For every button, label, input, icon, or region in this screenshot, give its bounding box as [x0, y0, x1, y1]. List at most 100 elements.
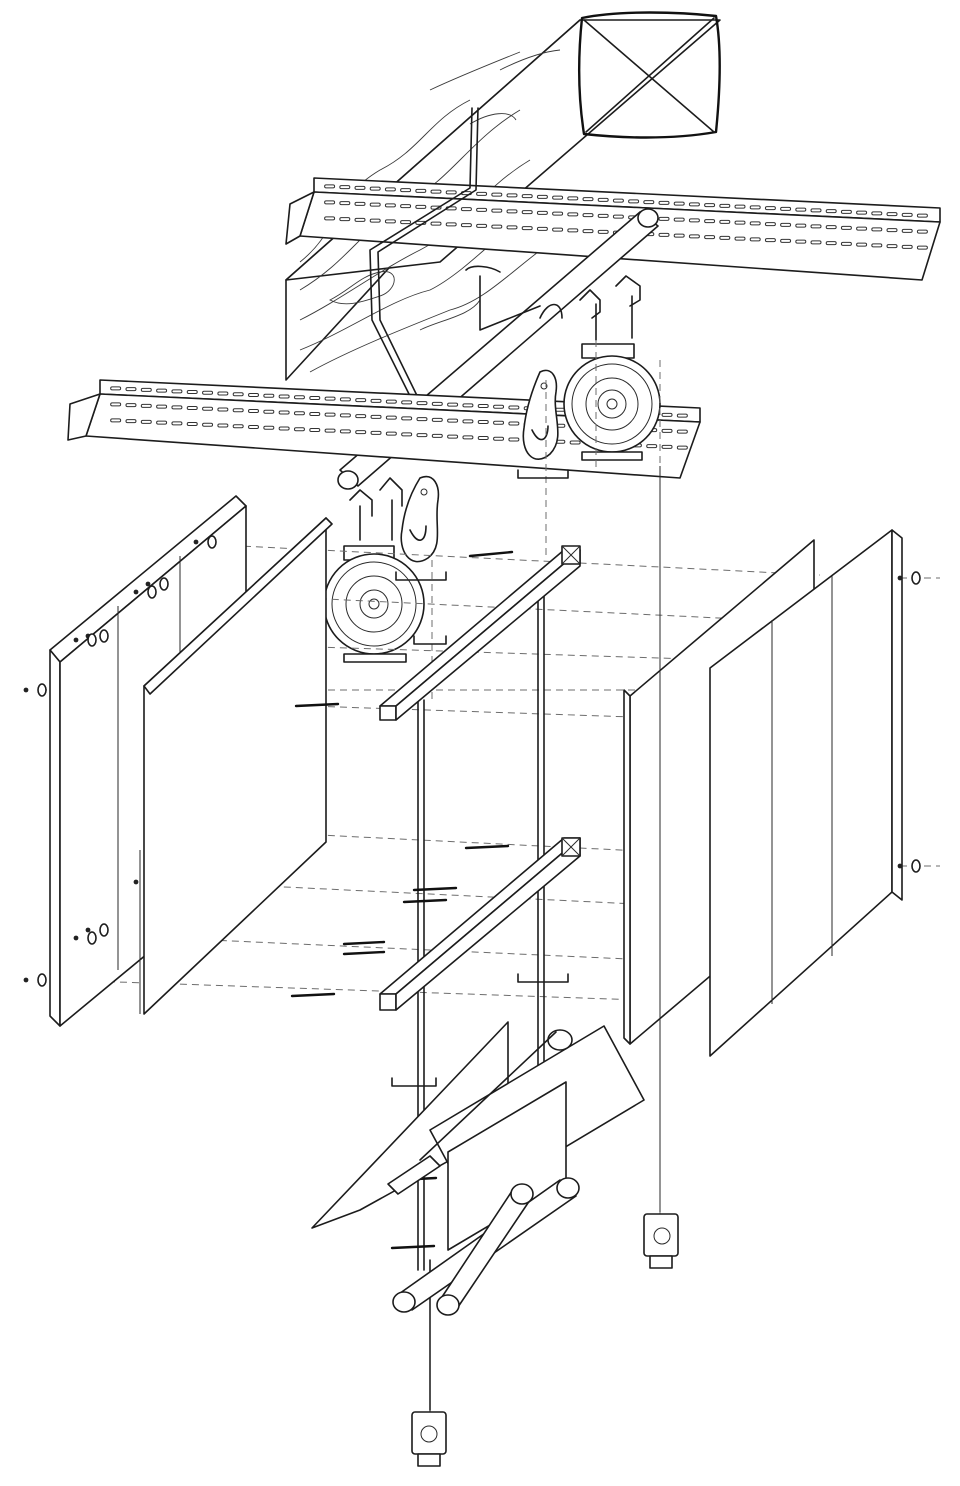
rail-slot: [202, 406, 214, 411]
spacer-bar: [412, 886, 458, 892]
rail-slot: [688, 202, 700, 207]
rail-slot: [354, 185, 366, 190]
rail-slot: [582, 229, 594, 234]
right-panel-outer: [709, 529, 921, 1057]
panel-bolt: [147, 585, 157, 599]
rail-slot: [355, 430, 367, 435]
rail-slot: [110, 402, 122, 407]
rail-slot: [186, 390, 198, 395]
rail-slot: [339, 217, 351, 222]
rail-slot: [506, 209, 518, 214]
rail-slot: [477, 420, 489, 425]
rail-slot: [416, 417, 428, 422]
rail-slot: [886, 212, 898, 217]
rail-slot: [217, 423, 229, 428]
rail-slot: [764, 238, 776, 243]
rail-slot: [293, 395, 305, 400]
rail-slot: [401, 400, 413, 405]
rail-slot: [567, 196, 579, 201]
panel-bolt: [207, 535, 217, 549]
plug-lower: [411, 1300, 447, 1467]
rail-slot: [431, 401, 443, 406]
bolt-nut: [23, 977, 29, 983]
rail-slot: [293, 411, 305, 416]
rail-slot: [493, 404, 505, 409]
rail-slot: [431, 417, 443, 422]
rail-slot: [508, 405, 520, 410]
rail-slot: [795, 239, 807, 244]
rail-slot: [324, 216, 336, 221]
rail-slot: [369, 218, 381, 223]
rail-slot: [385, 399, 397, 404]
light-tubes: [387, 1155, 580, 1316]
rail-slot: [339, 413, 351, 418]
u-bracket: [517, 973, 569, 983]
rail-slot: [673, 201, 685, 206]
rail-slot: [901, 212, 913, 217]
bolt-nut: [23, 687, 29, 693]
snap-hook-upper: [522, 369, 559, 460]
rail-slot: [339, 185, 351, 190]
rail-slot: [491, 208, 503, 213]
rail-slot: [901, 244, 913, 249]
rail-slot: [369, 186, 381, 191]
plug-right: [643, 466, 679, 1269]
rail-slot: [856, 242, 868, 247]
rail-slot: [521, 210, 533, 215]
rail-slot: [840, 209, 852, 214]
rail-slot: [840, 241, 852, 246]
rail-slot: [477, 436, 489, 441]
rail-slot: [186, 422, 198, 427]
u-bracket: [391, 1077, 437, 1087]
rail-slot: [324, 396, 336, 401]
bolt-nut: [73, 637, 79, 643]
rail-slot: [462, 419, 474, 424]
rail-slot: [477, 404, 489, 409]
rail-slot: [400, 204, 412, 209]
rail-slot: [780, 238, 792, 243]
rail-slot: [719, 219, 731, 224]
rail-slot: [916, 213, 928, 218]
rail-slot: [156, 388, 168, 393]
rail-slot: [370, 414, 382, 419]
rail-slot: [309, 411, 321, 416]
rail-slot: [886, 244, 898, 249]
rail-slot: [324, 428, 336, 433]
rail-slot: [248, 409, 259, 413]
rail-slot: [661, 444, 673, 449]
rail-slot: [795, 223, 807, 228]
panel-bolt: [37, 683, 47, 697]
rail-slot: [810, 208, 822, 213]
panel-bolt: [99, 923, 109, 937]
rail-slot: [370, 398, 382, 403]
bolt-nut: [133, 879, 139, 885]
rail-slot: [719, 203, 731, 208]
rail-slot: [704, 203, 716, 208]
rail-slot: [508, 437, 520, 442]
rail-slot: [825, 241, 837, 246]
rail-slot: [248, 425, 259, 429]
rail-slot: [780, 206, 792, 211]
rail-slot: [400, 220, 412, 225]
bolt-nut: [897, 575, 903, 581]
rail-slot: [612, 198, 624, 203]
rail-slot: [232, 408, 244, 413]
panel-bolt: [87, 633, 97, 647]
rail-slot: [430, 221, 442, 226]
rail-slot: [447, 402, 459, 407]
rail-slot: [749, 205, 761, 210]
rail-slot: [493, 436, 505, 441]
u-bracket: [517, 469, 569, 479]
rail-slot: [661, 412, 673, 417]
rail-slot: [140, 403, 152, 408]
spacer-bars: [290, 469, 569, 1250]
bolt-nut: [145, 581, 151, 587]
rail-slot: [385, 431, 397, 436]
rail-slot: [597, 229, 609, 234]
rail-slot: [552, 195, 564, 200]
rail-slot: [569, 440, 581, 445]
rail-slot: [582, 213, 594, 218]
rail-slot: [248, 393, 259, 397]
bolt-nut: [85, 927, 91, 933]
rail-slot: [646, 444, 658, 449]
